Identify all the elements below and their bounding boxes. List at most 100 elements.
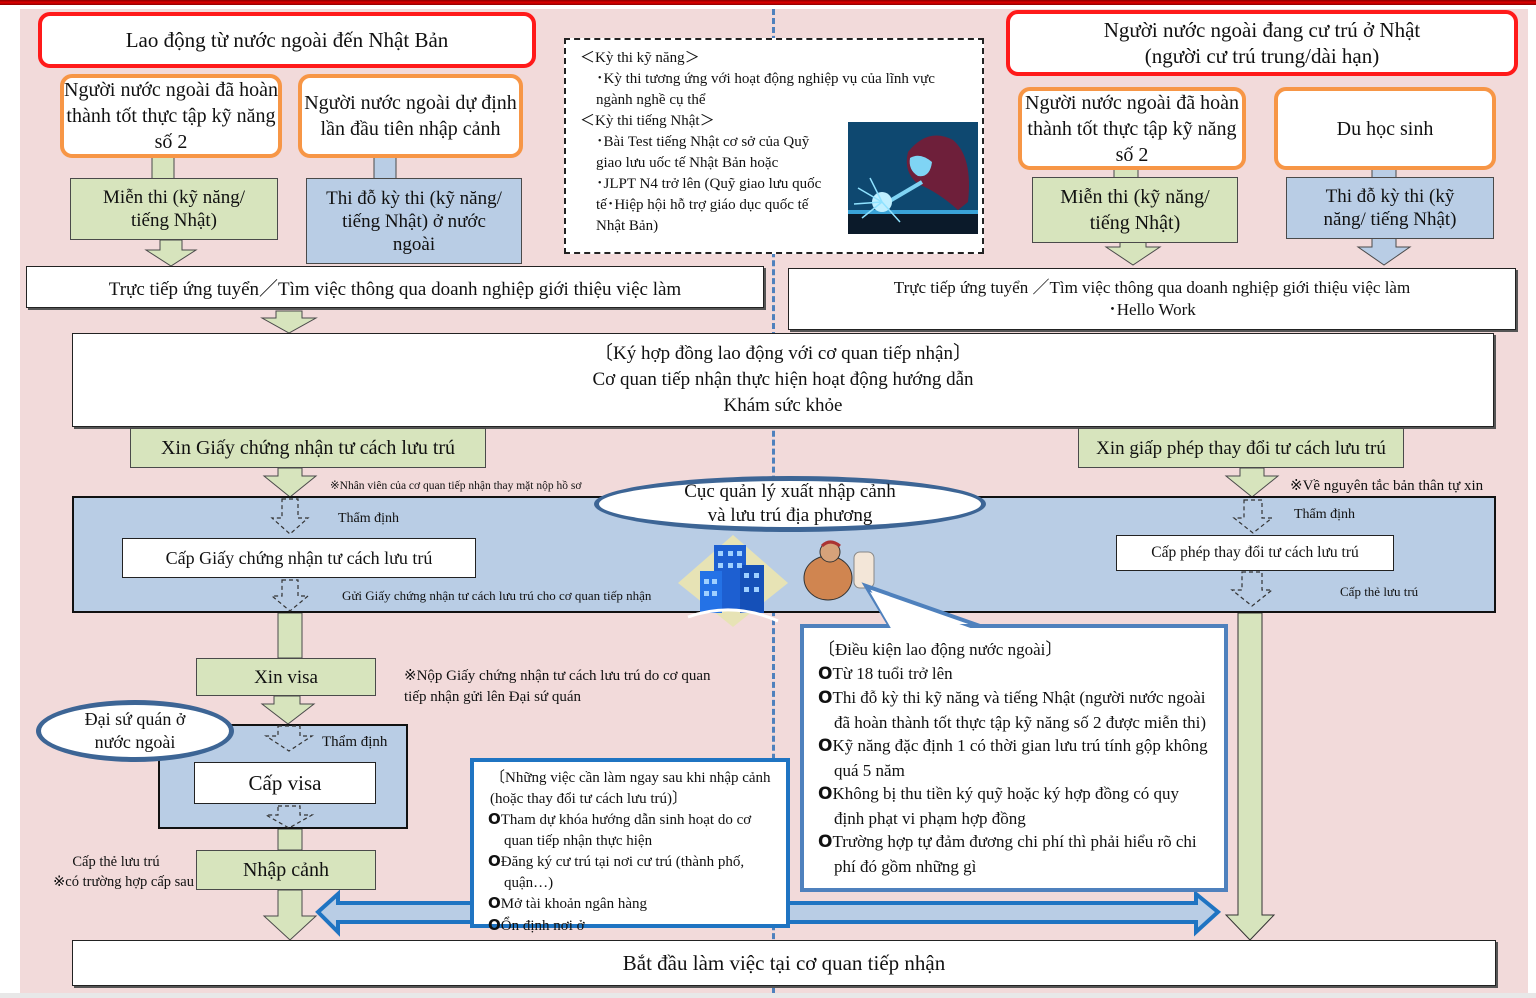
- right-apply-line1: Trực tiếp ứng tuyển ／Tìm việc thông qua …: [893, 278, 1411, 297]
- change-note: ※Về nguyên tắc bản thân tự xin: [1290, 478, 1484, 494]
- circle-bullet-icon: O: [818, 784, 833, 804]
- left-exam-pass: Thi đỗ kỳ thi (kỹ năng/ tiếng Nhật) ở nư…: [306, 178, 522, 264]
- circle-bullet-icon: O: [488, 915, 501, 934]
- coe-apply-box: Xin Giấy chứng nhận tư cách lưu trú: [130, 428, 486, 468]
- residence-card-note-1: Cấp thẻ lưu trú: [72, 854, 160, 870]
- right-apply-line2: ･Hello Work: [1108, 300, 1196, 319]
- arrow-down: [1224, 612, 1276, 941]
- circle-bullet-icon: O: [818, 688, 833, 708]
- coe-send-label: Gửi Giấy chứng nhận tư cách lưu trú cho …: [342, 588, 652, 603]
- dashed-arrow: [270, 498, 310, 535]
- contract-line1: 〔Ký hợp đồng lao động với cơ quan tiếp n…: [594, 343, 972, 364]
- entry-box: Nhập cảnh: [196, 850, 376, 890]
- residence-card-note-2: ※có trường hợp cấp sau: [53, 874, 194, 890]
- left-exam-exempt-text: Miễn thi (kỹ năng/ tiếng Nhật): [103, 187, 245, 231]
- todo-title: 〔Những việc cần làm ngay sau khi nhập cả…: [490, 770, 771, 807]
- bottom-strip: [0, 993, 1536, 998]
- right-header-line2: (người cư trú trung/dài hạn): [1144, 44, 1380, 68]
- todo-list: OTham dự khóa hướng dẫn sinh hoạt do cơ …: [488, 809, 772, 936]
- contract-line3: Khám sức khỏe: [723, 395, 843, 416]
- conditions-box: 〔Điều kiện lao động nước ngoài〕 OTừ 18 t…: [800, 624, 1228, 892]
- left-exam-exempt: Miễn thi (kỹ năng/ tiếng Nhật): [70, 178, 278, 240]
- arrow-down: [144, 239, 198, 267]
- list-item: OThi đỗ kỳ thi kỹ năng và tiếng Nhật (ng…: [818, 686, 1210, 734]
- circle-bullet-icon: O: [488, 810, 501, 828]
- list-item-text: Đăng ký cư trú tại nơi cư trú (thành phố…: [500, 854, 745, 891]
- left-header-text: Lao động từ nước ngoài đến Nhật Bản: [125, 28, 449, 52]
- final-text: Bắt đầu làm việc tại cơ quan tiếp nhận: [622, 950, 946, 975]
- todo-box: 〔Những việc cần làm ngay sau khi nhập cả…: [470, 758, 790, 934]
- arrow-down: [260, 695, 316, 725]
- change-review-label: Thẩm định: [1294, 507, 1356, 522]
- left-source-b: Người nước ngoài dự định lần đầu tiên nh…: [298, 74, 523, 158]
- right-exam-pass: Thi đỗ kỳ thi (kỹ năng/ tiếng Nhật): [1286, 177, 1494, 239]
- change-issue-box: Cấp phép thay đổi tư cách lưu trú: [1116, 535, 1394, 571]
- contract-box: 〔Ký hợp đồng lao động với cơ quan tiếp n…: [72, 333, 1494, 427]
- right-source-a-text: Người nước ngoài đã hoàn thành tốt thực …: [1025, 91, 1239, 166]
- list-item: OKhông bị thu tiền ký quỹ hoặc ký hợp đồ…: [818, 782, 1210, 830]
- right-source-b-text: Du học sinh: [1336, 117, 1434, 140]
- contract-line2: Cơ quan tiếp nhận thực hiện hoạt động hư…: [592, 369, 974, 390]
- building-icon: [678, 535, 788, 627]
- circle-bullet-icon: O: [818, 832, 833, 852]
- visa-apply-text: Xin visa: [254, 666, 318, 688]
- welder-icon: [848, 122, 978, 234]
- coe-issue-box: Cấp Giấy chứng nhận tư cách lưu trú: [122, 538, 476, 578]
- arrow-down: [262, 467, 318, 498]
- jp-exam-item: ･JLPT N4 trở lên (Quỹ giao lưu quốc tế･H…: [596, 176, 822, 234]
- list-item-text: Tham dự khóa hướng dẫn sinh hoạt do cơ q…: [500, 812, 752, 849]
- coe-apply-text: Xin Giấy chứng nhận tư cách lưu trú: [160, 436, 456, 459]
- dashed-arrow: [263, 805, 315, 829]
- coe-note: ※Nhân viên của cơ quan tiếp nhận thay mặ…: [330, 480, 582, 492]
- left-source-a-text: Người nước ngoài đã hoàn thành tốt thực …: [64, 79, 278, 153]
- list-item: OĐăng ký cư trú tại nơi cư trú (thành ph…: [488, 851, 772, 893]
- coe-review-label: Thẩm định: [338, 511, 400, 526]
- right-source-b: Du học sinh: [1274, 87, 1496, 170]
- jp-exam-item: ･Bài Test tiếng Nhật cơ sở của Quỹ giao …: [596, 134, 810, 171]
- list-item-text: Từ 18 tuổi trở lên: [832, 663, 953, 683]
- list-item-text: Kỹ năng đặc định 1 có thời gian lưu trú …: [832, 736, 1208, 780]
- arrow-down: [1356, 237, 1412, 266]
- left-source-b-text: Người nước ngoài dự định lần đầu tiên nh…: [304, 92, 517, 140]
- list-item: OTrường hợp tự đảm đương chi phí thì phả…: [818, 830, 1210, 878]
- list-item: OỔn định nơi ở: [488, 915, 772, 937]
- dashed-arrow: [263, 725, 315, 752]
- circle-bullet-icon: O: [488, 852, 501, 870]
- arrow-down: [1224, 467, 1280, 498]
- right-exam-exempt: Miễn thi (kỹ năng/ tiếng Nhật): [1032, 177, 1238, 243]
- arrow-down: [262, 889, 318, 941]
- visa-apply-box: Xin visa: [196, 658, 376, 696]
- list-item-text: Không bị thu tiền ký quỹ hoặc ký hợp đồn…: [832, 784, 1180, 828]
- top-red-band: [0, 0, 1536, 5]
- skill-exam-item: ･Kỳ thi tương ứng với hoạt động nghiệp v…: [596, 71, 935, 108]
- officer-icon: [803, 540, 875, 601]
- coe-issue-text: Cấp Giấy chứng nhận tư cách lưu trú: [165, 547, 433, 568]
- list-item: OTừ 18 tuổi trở lên: [818, 662, 1210, 687]
- left-header: Lao động từ nước ngoài đến Nhật Bản: [38, 12, 536, 68]
- list-item: OKỹ năng đặc định 1 có thời gian lưu trú…: [818, 734, 1210, 782]
- list-item-text: Ổn định nơi ở: [500, 917, 585, 934]
- list-item: OTham dự khóa hướng dẫn sinh hoạt do cơ …: [488, 809, 772, 851]
- change-apply-text: Xin giấp phép thay đổi tư cách lưu trú: [1096, 437, 1386, 459]
- change-issue-text: Cấp phép thay đổi tư cách lưu trú: [1151, 544, 1359, 561]
- left-source-a: Người nước ngoài đã hoàn thành tốt thực …: [60, 74, 282, 158]
- conditions-title: 〔Điều kiện lao động nước ngoài〕: [818, 640, 1063, 659]
- list-item: OMở tài khoản ngân hàng: [488, 893, 772, 915]
- dashed-arrow: [1232, 499, 1274, 534]
- entry-text: Nhập cảnh: [242, 858, 330, 881]
- visa-note: ※Nộp Giấy chứng nhận tư cách lưu trú do …: [404, 668, 711, 705]
- circle-bullet-icon: O: [818, 736, 833, 756]
- change-apply-box: Xin giấp phép thay đổi tư cách lưu trú: [1078, 428, 1404, 468]
- circle-bullet-icon: O: [818, 663, 833, 684]
- immigration-bureau-label: Cục quản lý xuất nhập cảnh và lưu trú đị…: [594, 476, 986, 532]
- list-item-text: Thi đỗ kỳ thi kỹ năng và tiếng Nhật (ngư…: [832, 688, 1207, 732]
- left-apply-box: Trực tiếp ứng tuyển／Tìm việc thông qua d…: [26, 266, 764, 308]
- left-exam-pass-text: Thi đỗ kỳ thi (kỹ năng/ tiếng Nhật) ở nư…: [326, 187, 502, 255]
- arrow-down: [260, 310, 318, 334]
- right-source-a: Người nước ngoài đã hoàn thành tốt thực …: [1018, 87, 1246, 170]
- list-item-text: Mở tài khoản ngân hàng: [500, 896, 648, 912]
- embassy-label: Đại sứ quán ở nước ngoài: [36, 700, 234, 762]
- embassy-text: Đại sứ quán ở nước ngoài: [84, 709, 186, 752]
